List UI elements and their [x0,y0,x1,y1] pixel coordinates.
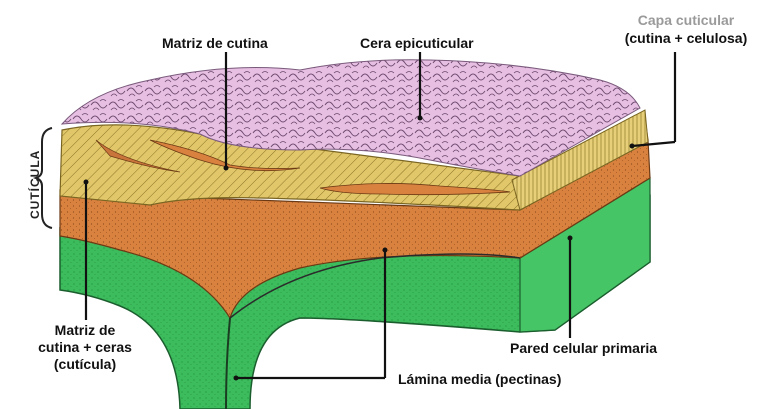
label-matriz-ceras-line3: (cutícula) [20,356,150,372]
label-lamina-media: Lámina media (pectinas) [398,371,561,387]
label-capa-cuticular-line1: Capa cuticular [616,12,756,28]
label-capa-cuticular-line2: (cutina + celulosa) [606,30,766,46]
label-matriz-ceras-line1: Matriz de [20,322,150,338]
label-pared-celular: Pared celular primaria [510,340,657,356]
label-cuticula: CUTÍCULA [28,150,42,219]
label-matriz-cutina: Matriz de cutina [162,35,268,51]
label-cera-epicuticular: Cera epicuticular [360,35,474,51]
label-matriz-ceras-line2: cutina + ceras [20,339,150,355]
